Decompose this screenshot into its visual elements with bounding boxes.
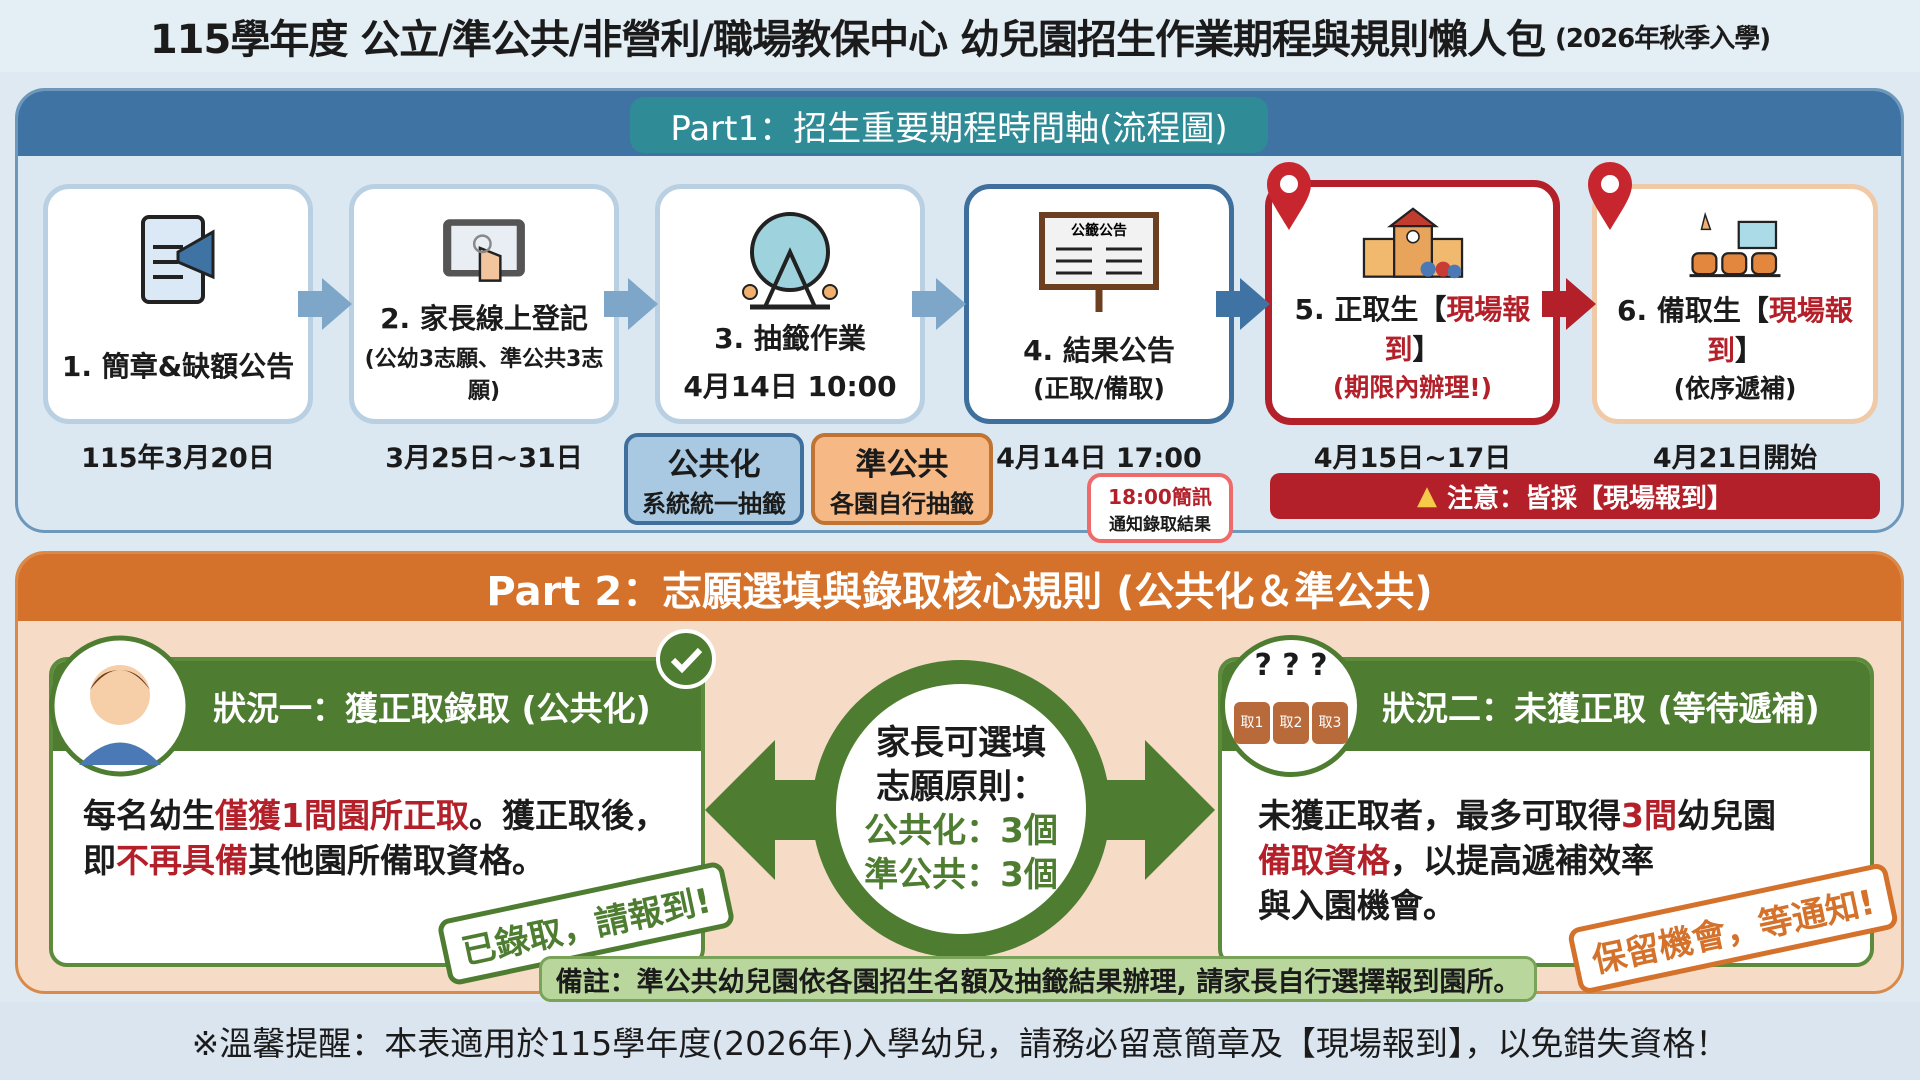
board-label: 公籤公告 xyxy=(1071,222,1127,239)
text: 未獲正取者，最多可取得 xyxy=(1258,796,1621,835)
page-title: 115學年度 公立/準公共/非營利/職場教保中心 幼兒園招生作業期程與規則懶人包… xyxy=(0,0,1920,72)
step-title-highlight: 現場報到 xyxy=(1384,293,1531,366)
step-title: 2. 家長線上登記 xyxy=(380,302,588,335)
highlight: 3間 xyxy=(1621,796,1677,835)
step-title: 5. 正取生【現場報到】 xyxy=(1272,288,1553,368)
notice-text: 注意：皆採【現場報到】 xyxy=(1446,483,1733,514)
box-sub: 系統統一抽籤 xyxy=(642,490,786,518)
flow-arrow xyxy=(604,278,658,330)
sms-notice-box: 18:00簡訊通知錄取結果 xyxy=(1087,473,1233,543)
step-2-card: 2. 家長線上登記 (公幼3志願、準公共3志願) xyxy=(349,184,619,424)
megaphone-document-icon xyxy=(141,215,215,304)
step-4-date: 4月14日 17:00 xyxy=(996,443,1202,474)
step-title: 1. 簡章&缺額公告 xyxy=(61,350,295,383)
step-1-date: 115年3月20日 xyxy=(81,443,275,474)
question-marks-icon: ? ? ? xyxy=(1254,648,1328,683)
box-sub: 各園自行抽籤 xyxy=(830,490,974,518)
text: 。獲正取後， xyxy=(468,796,667,835)
center-line: 志願原則： xyxy=(876,767,1046,807)
text: 即 xyxy=(83,841,116,880)
step-time: 4月14日 10:00 xyxy=(683,370,897,403)
chair-label: 取3 xyxy=(1312,702,1348,744)
step-subtitle: (正取/備取) xyxy=(1033,374,1165,403)
text: 每名幼生 xyxy=(83,796,215,835)
step-5-date: 4月15日~17日 xyxy=(1313,443,1512,474)
quasi-public-count: 準公共：3個 xyxy=(864,855,1058,895)
child-avatar-icon xyxy=(49,635,191,777)
step-4-card: 公籤公告 4. 結果公告 (正取/備取) xyxy=(964,184,1234,424)
text: 幼兒園 xyxy=(1676,796,1776,835)
step-title-text: 5. 正取生【 xyxy=(1294,293,1447,326)
flow-arrow xyxy=(912,278,966,330)
checkmark-icon xyxy=(656,629,716,689)
step-title: 3. 抽籤作業 xyxy=(714,322,866,355)
warning-icon: ▲ xyxy=(1416,481,1437,511)
case1-body: 每名幼生僅獲1間園所正取。獲正取後， 即不再具備其他園所備取資格。 xyxy=(53,751,701,883)
waiting-chairs-icon xyxy=(1689,211,1781,278)
highlight: 不再具備 xyxy=(116,841,248,880)
location-pin-icon xyxy=(1588,162,1632,230)
step-title: 6. 備取生【現場報到】 xyxy=(1597,289,1873,369)
text: 與入園機會。 xyxy=(1258,886,1456,925)
step-6-card: 6. 備取生【現場報到】 (依序遞補) xyxy=(1592,184,1878,424)
step-3-card: 3. 抽籤作業 4月14日 10:00 xyxy=(655,184,925,424)
step-title-end: 】 xyxy=(1735,334,1764,367)
footer-reminder: ※溫馨提醒：本表適用於115學年度(2026年)入學幼兒，請務必留意簡章及【現場… xyxy=(0,1002,1920,1080)
text: 其他園所備取資格。 xyxy=(248,841,545,880)
public-count: 公共化：3個 xyxy=(864,811,1058,851)
highlight: 僅獲1間園所正取 xyxy=(215,796,469,835)
onsite-report-notice: ▲ 注意：皆採【現場報到】 xyxy=(1270,473,1880,519)
school-building-icon xyxy=(1362,207,1463,279)
step-subtitle: (公幼3志願、準公共3志願) xyxy=(364,347,604,404)
sms-text: 通知錄取結果 xyxy=(1109,515,1211,535)
step-subtitle: (期限內辦理!) xyxy=(1332,373,1493,402)
step-1-card: 1. 簡章&缺額公告 xyxy=(43,184,313,424)
waitlist-chairs-icon: ? ? ? 取1 取2 取3 xyxy=(1220,635,1362,777)
step-title-end: 】 xyxy=(1412,333,1441,366)
center-rule-circle: 家長可選填 志願原則： 公共化：3個 準公共：3個 xyxy=(836,684,1086,934)
sms-time: 18:00簡訊 xyxy=(1108,485,1212,509)
case2-body: 未獲正取者，最多可取得3間幼兒園 備取資格，以提高遞補效率 與入園機會。 xyxy=(1222,751,1870,928)
flow-arrow xyxy=(1542,278,1596,330)
step-title-text: 6. 備取生【 xyxy=(1617,294,1769,327)
part1-heading: Part1：招生重要期程時間軸(流程圖) xyxy=(630,97,1268,153)
box-title: 公共化 xyxy=(667,447,761,483)
step-title: 4. 結果公告 xyxy=(1023,334,1175,367)
flow-arrow xyxy=(1216,278,1270,330)
chair-label: 取1 xyxy=(1234,702,1270,744)
remark-note: 備註：準公共幼兒園依各園招生名額及抽籤結果辦理, 請家長自行選擇報到園所。 xyxy=(539,956,1537,1002)
step-subtitle: (依序遞補) xyxy=(1673,374,1797,403)
public-lottery-box: 公共化系統統一抽籤 xyxy=(624,433,804,525)
quasi-public-lottery-box: 準公共各園自行抽籤 xyxy=(811,433,993,525)
location-pin-icon xyxy=(1267,162,1311,230)
step-6-date: 4月21日開始 xyxy=(1652,443,1818,474)
tablet-tap-icon xyxy=(443,219,525,282)
title-main: 115學年度 公立/準公共/非營利/職場教保中心 幼兒園招生作業期程與規則懶人包 xyxy=(149,17,1546,63)
highlight: 備取資格 xyxy=(1258,841,1390,880)
step-title-highlight: 現場報到 xyxy=(1706,294,1853,367)
part2-heading: Part 2：志願選填與錄取核心規則 (公共化＆準公共) xyxy=(18,554,1901,621)
notice-board-icon: 公籤公告 xyxy=(1039,212,1159,312)
center-line: 家長可選填 xyxy=(876,723,1046,763)
step-2-date: 3月25日~31日 xyxy=(385,443,583,474)
text: ，以提高遞補效率 xyxy=(1390,841,1654,880)
lottery-drum-icon xyxy=(742,212,838,310)
title-sub: (2026年秋季入學) xyxy=(1555,23,1771,54)
box-title: 準公共 xyxy=(855,447,949,483)
chair-label: 取2 xyxy=(1273,702,1309,744)
flow-arrow xyxy=(298,278,352,330)
